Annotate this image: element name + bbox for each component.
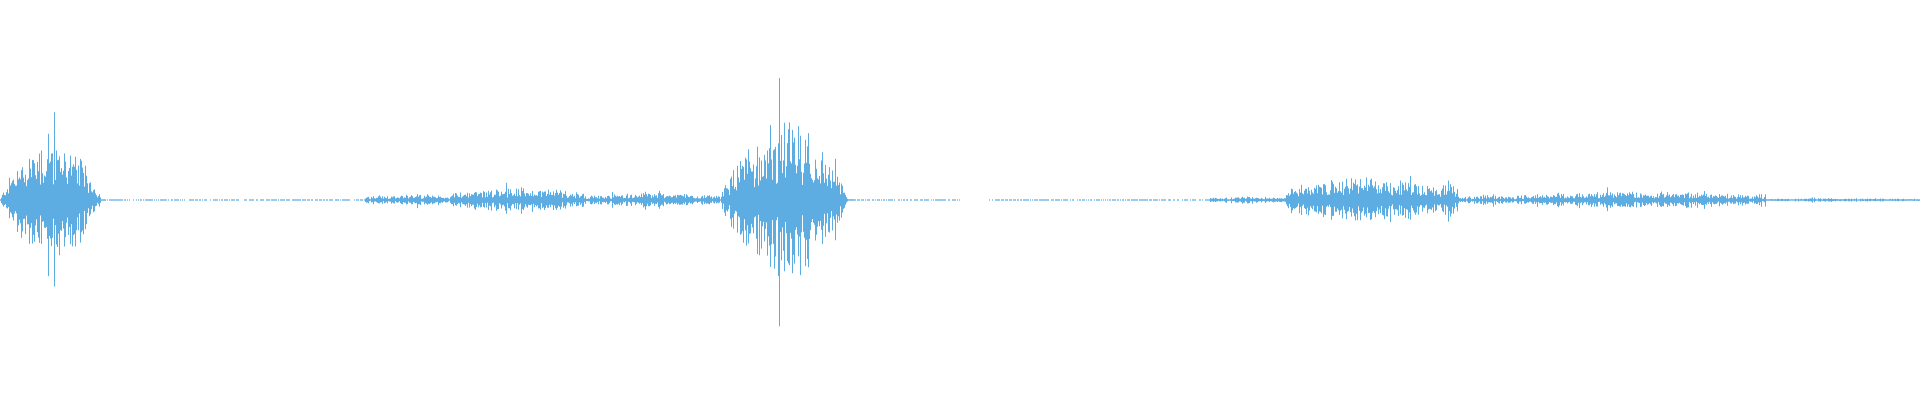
waveform-path	[1210, 196, 1286, 204]
waveform-segment	[854, 199, 960, 201]
waveform-path	[1459, 194, 1517, 207]
waveform-segment	[1286, 175, 1459, 223]
waveform-segment	[1766, 197, 1920, 203]
waveform-path	[0, 112, 106, 287]
waveform-segment	[365, 194, 451, 209]
waveform-path	[1517, 187, 1766, 212]
waveform-strokes	[0, 78, 1920, 327]
waveform-segment	[0, 112, 106, 287]
waveform-segment	[720, 78, 854, 327]
waveform-segment	[1210, 196, 1286, 204]
waveform-segment	[1459, 194, 1517, 207]
waveform-segment	[1517, 187, 1766, 212]
waveform-path	[720, 78, 854, 327]
waveform-segment	[989, 199, 1210, 201]
waveform-path	[365, 194, 451, 209]
waveform-segment	[269, 199, 365, 201]
waveform-segment	[107, 199, 269, 201]
waveform-path	[1286, 175, 1459, 223]
waveform-path	[1766, 197, 1920, 203]
waveform-path	[451, 182, 586, 214]
waveform-segment	[451, 182, 586, 214]
waveform-segment	[586, 190, 720, 210]
waveform-path	[586, 190, 720, 210]
